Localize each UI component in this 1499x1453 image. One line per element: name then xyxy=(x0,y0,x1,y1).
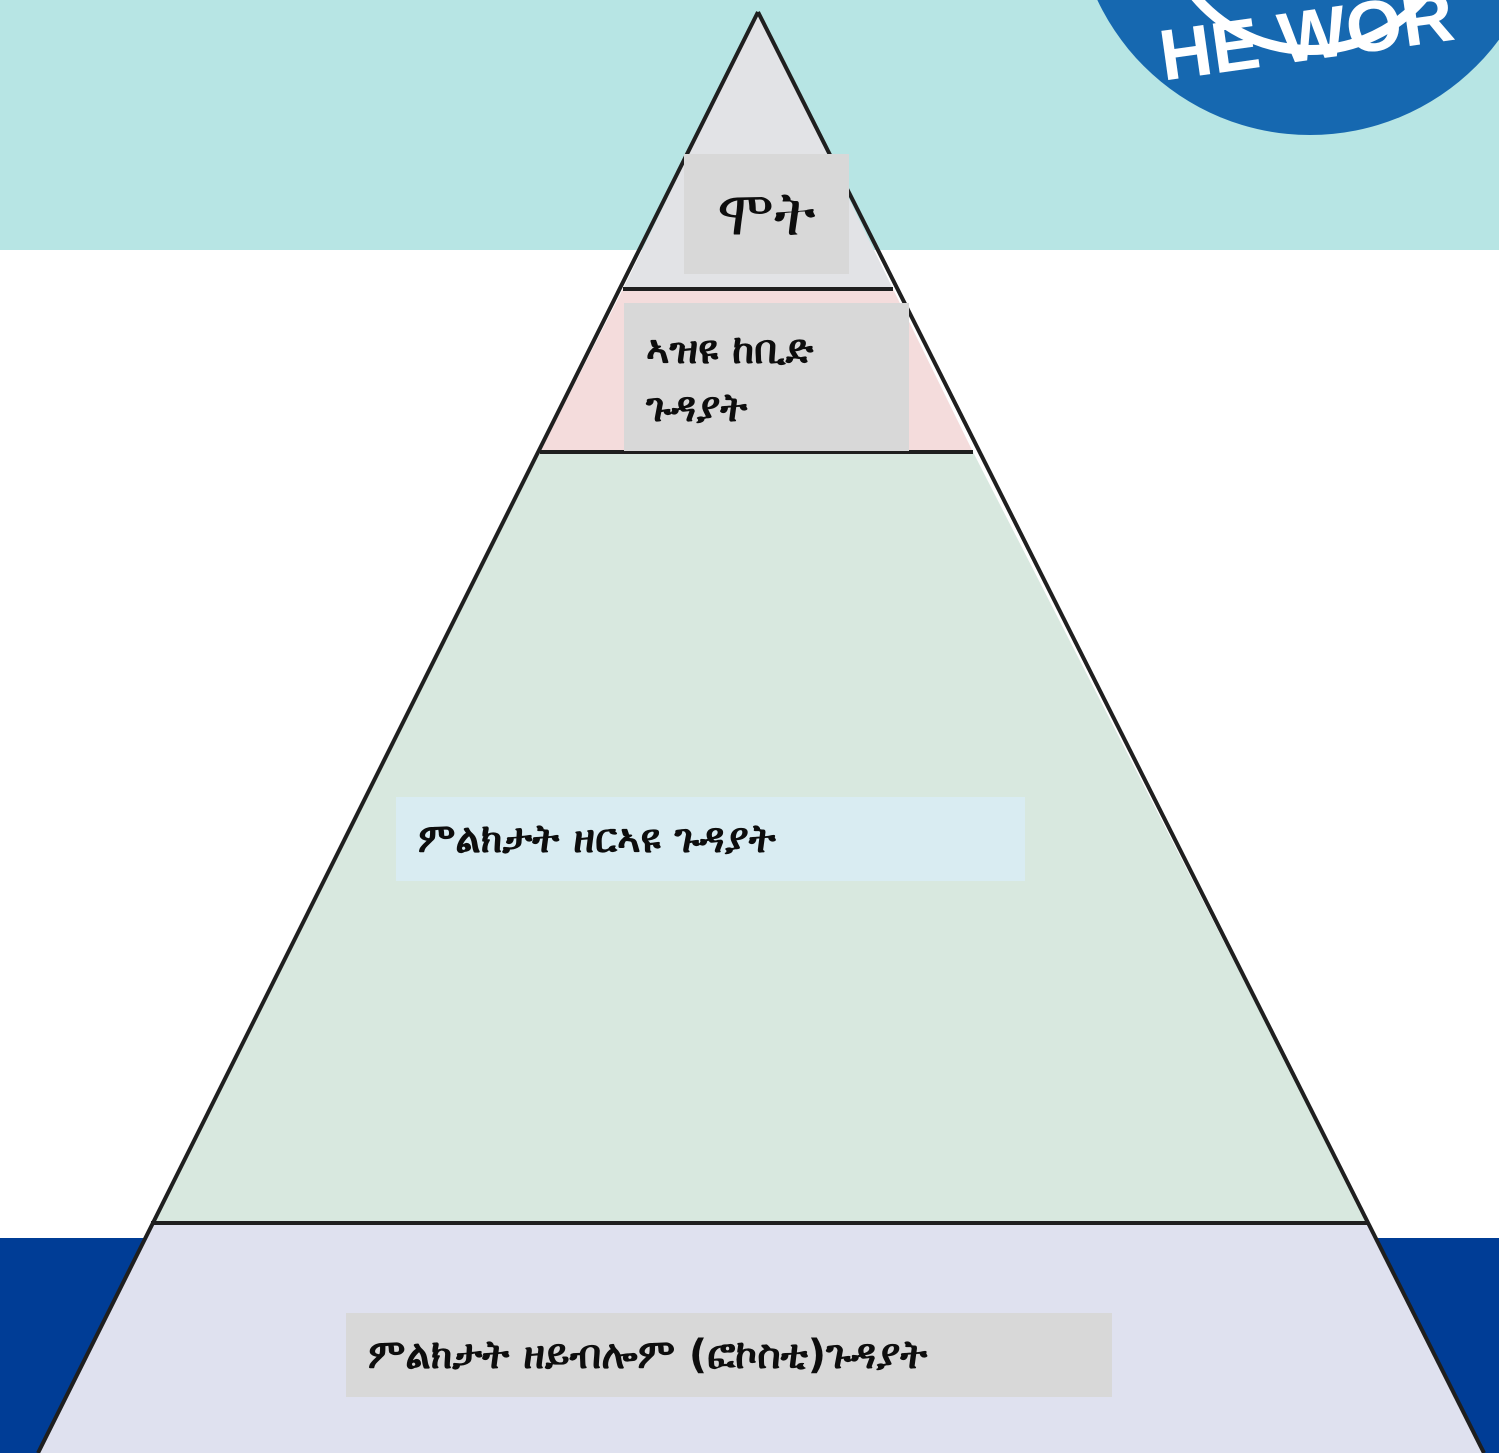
tier-top-label: ሞት xyxy=(684,154,849,274)
logo-outer-circle xyxy=(1097,0,1499,135)
tier-base-label: ምልክታት ዘይብሎም (ፎኮስቲ)ጉዳያት xyxy=(346,1313,1112,1397)
pyramid-right-edge xyxy=(756,11,1486,1453)
tier-top-label-text: ሞት xyxy=(717,177,816,250)
tier-middle-label-text: ምልክታት ዘርኣዩ ጉዳያት xyxy=(418,816,776,862)
logo-seal-icon: HE WOR xyxy=(1097,0,1499,135)
tier-middle-label: ምልክታት ዘርኣዩ ጉዳያት xyxy=(396,797,1025,881)
tier-second-label-text: ኣዝዩ ከቢድ ጉዳያት xyxy=(646,327,814,431)
tier-base-label-text: ምልክታት ዘይብሎም (ፎኮስቲ)ጉዳያት xyxy=(368,1332,928,1378)
tier-second-label: ኣዝዩ ከቢድ ጉዳያት xyxy=(624,303,909,451)
logo-inner-ring xyxy=(1191,0,1429,55)
pyramid-left-edge xyxy=(36,11,760,1453)
